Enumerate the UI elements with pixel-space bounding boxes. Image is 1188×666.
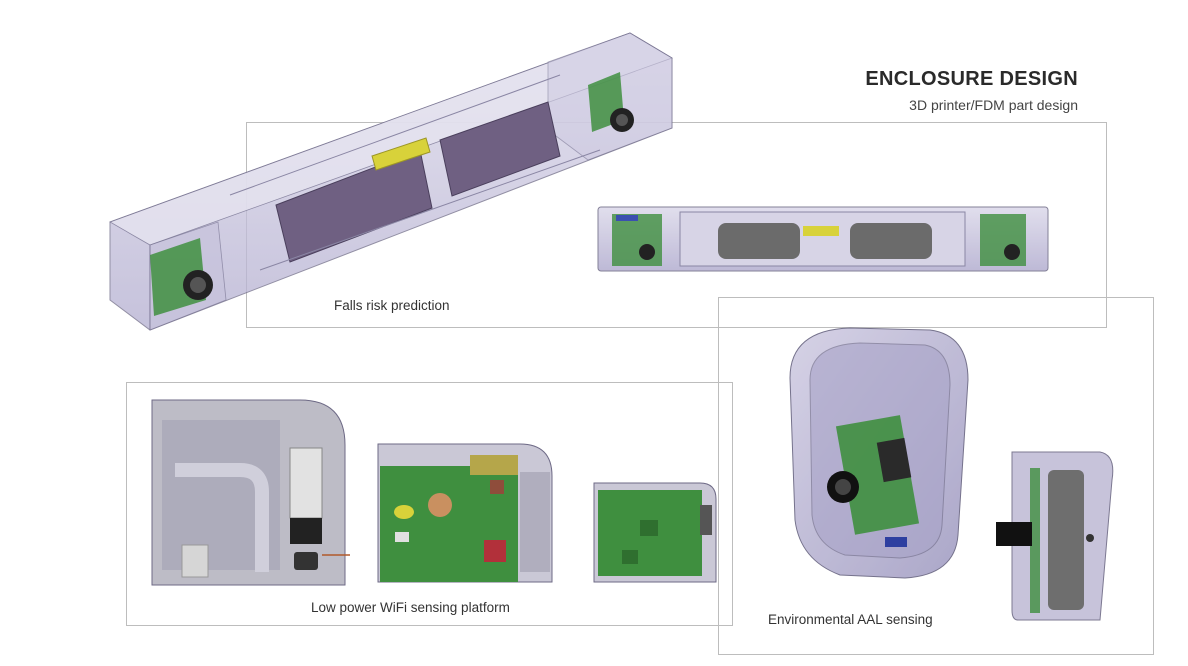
wifi-enclosure-pcb-small [593, 482, 717, 583]
falls-enclosure-topview [597, 206, 1049, 272]
wifi-enclosure-with-battery [151, 399, 350, 586]
falls-enclosure-isometric [109, 32, 673, 331]
aal-sensing-caption: Environmental AAL sensing [768, 612, 933, 627]
wifi-enclosure-pcb-large [377, 443, 553, 583]
aal-sensing-frame [718, 297, 1154, 655]
wifi-platform-caption: Low power WiFi sensing platform [311, 600, 510, 615]
aal-enclosure-isometric [789, 327, 969, 579]
page-title: ENCLOSURE DESIGN [865, 68, 1078, 90]
aal-enclosure-sideview [996, 451, 1114, 621]
page-subtitle: 3D printer/FDM part design [909, 97, 1078, 113]
wifi-platform-frame [126, 382, 733, 626]
falls-risk-caption: Falls risk prediction [334, 298, 450, 313]
